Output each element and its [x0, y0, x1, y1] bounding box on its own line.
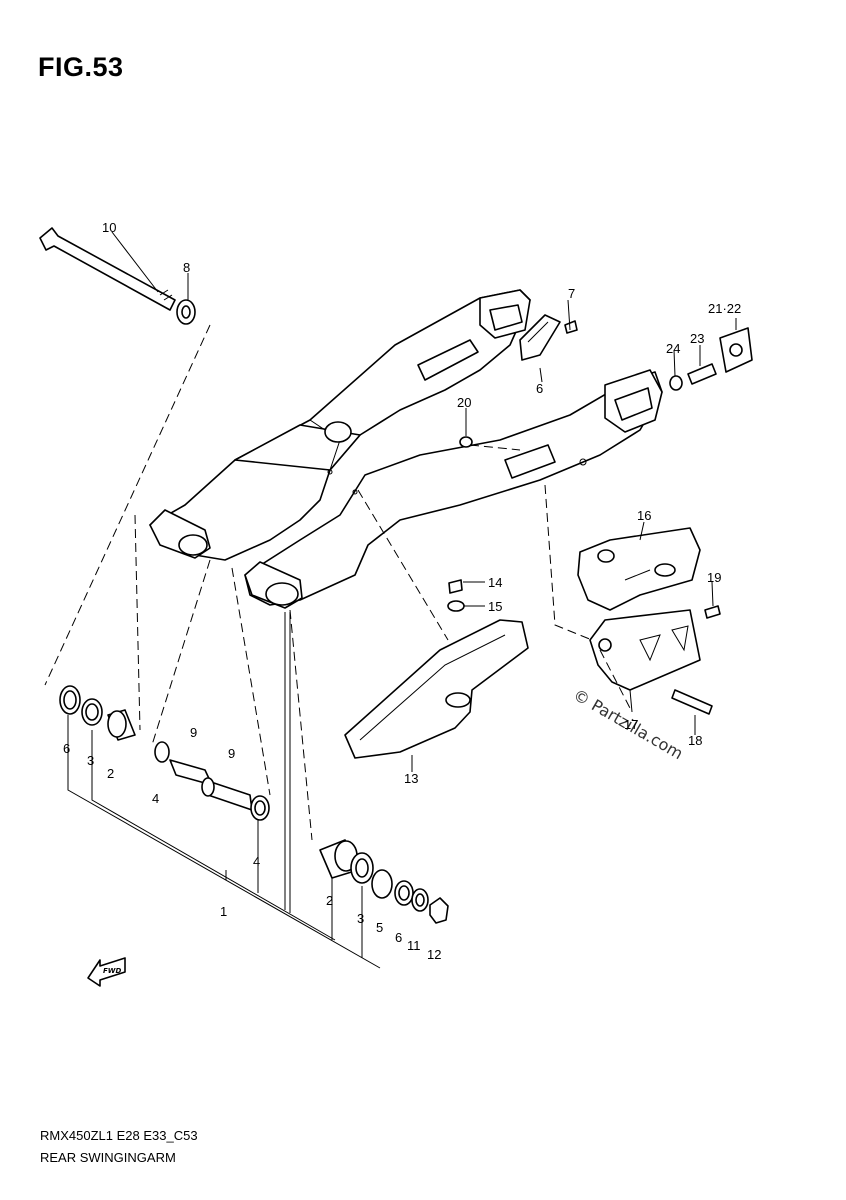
callout-2-right: 2 [326, 893, 333, 908]
callout-23: 23 [690, 331, 704, 346]
bolt-19[interactable] [704, 605, 721, 619]
nut-15[interactable] [447, 600, 465, 612]
callout-4-top: 4 [152, 791, 159, 806]
chain-guide-16[interactable] [577, 527, 701, 611]
callout-9a: 9 [190, 725, 197, 740]
nut-20[interactable] [459, 436, 473, 448]
chain-guide-plate-6[interactable] [519, 314, 561, 361]
callout-6-top: 6 [536, 381, 543, 396]
callout-20: 20 [457, 395, 471, 410]
swingarm-body[interactable] [149, 289, 663, 609]
forward-arrow-icon: FWD [87, 957, 126, 987]
callout-4: 4 [253, 854, 260, 869]
seal-5[interactable] [371, 869, 393, 899]
callout-labels: 10 8 7 6 21·22 23 24 20 16 19 14 15 17 1… [63, 220, 741, 962]
bolt-14[interactable] [448, 579, 463, 594]
nut-24[interactable] [669, 375, 683, 391]
callout-9b: 9 [228, 746, 235, 761]
washer-8[interactable] [176, 299, 196, 325]
leader-lines [67, 231, 737, 969]
callout-19: 19 [707, 570, 721, 585]
washer-11[interactable] [411, 888, 429, 912]
spacer-9b[interactable] [201, 777, 253, 811]
screw-7[interactable] [564, 320, 578, 334]
callout-14: 14 [488, 575, 502, 590]
svg-text:FWD: FWD [103, 967, 122, 975]
bearing-2-left[interactable] [107, 709, 136, 741]
callout-21-22: 21·22 [708, 301, 741, 316]
callout-16: 16 [637, 508, 651, 523]
section-name: REAR SWINGINGARM [40, 1150, 176, 1165]
callout-18: 18 [688, 733, 702, 748]
callout-17: 17 [624, 717, 638, 732]
figure-title: FIG.53 [38, 52, 124, 82]
chain-adjuster-21-22[interactable] [719, 327, 753, 373]
callout-8: 8 [183, 260, 190, 275]
callout-12: 12 [427, 947, 441, 962]
callout-15: 15 [488, 599, 502, 614]
chain-guide-case-17[interactable] [589, 609, 701, 691]
seal-4-left[interactable] [250, 795, 270, 821]
callout-1: 1 [220, 904, 227, 919]
callout-6-left: 6 [63, 741, 70, 756]
callout-10: 10 [102, 220, 116, 235]
dust-seal-6-left[interactable] [59, 685, 81, 715]
spacer-9a[interactable] [154, 741, 213, 786]
callout-3-left: 3 [87, 753, 94, 768]
callout-13: 13 [404, 771, 418, 786]
washer-6-right[interactable] [394, 880, 414, 906]
adjuster-bolt-23[interactable] [687, 363, 717, 385]
callout-24: 24 [666, 341, 680, 356]
callout-2-left: 2 [107, 766, 114, 781]
callout-6-right: 6 [395, 930, 402, 945]
model-code: RMX450ZL1 E28 E33_C53 [40, 1128, 198, 1143]
bearing-3-left[interactable] [81, 698, 103, 726]
chain-buffer-13[interactable] [344, 619, 529, 759]
callout-7: 7 [568, 286, 575, 301]
bearing-3-right[interactable] [350, 852, 374, 884]
callout-11: 11 [407, 938, 421, 953]
pivot-bolt[interactable] [39, 227, 176, 311]
callout-3-right: 3 [357, 911, 364, 926]
callout-5: 5 [376, 920, 383, 935]
bolt-18[interactable] [671, 689, 713, 715]
nut-12[interactable] [429, 897, 449, 924]
